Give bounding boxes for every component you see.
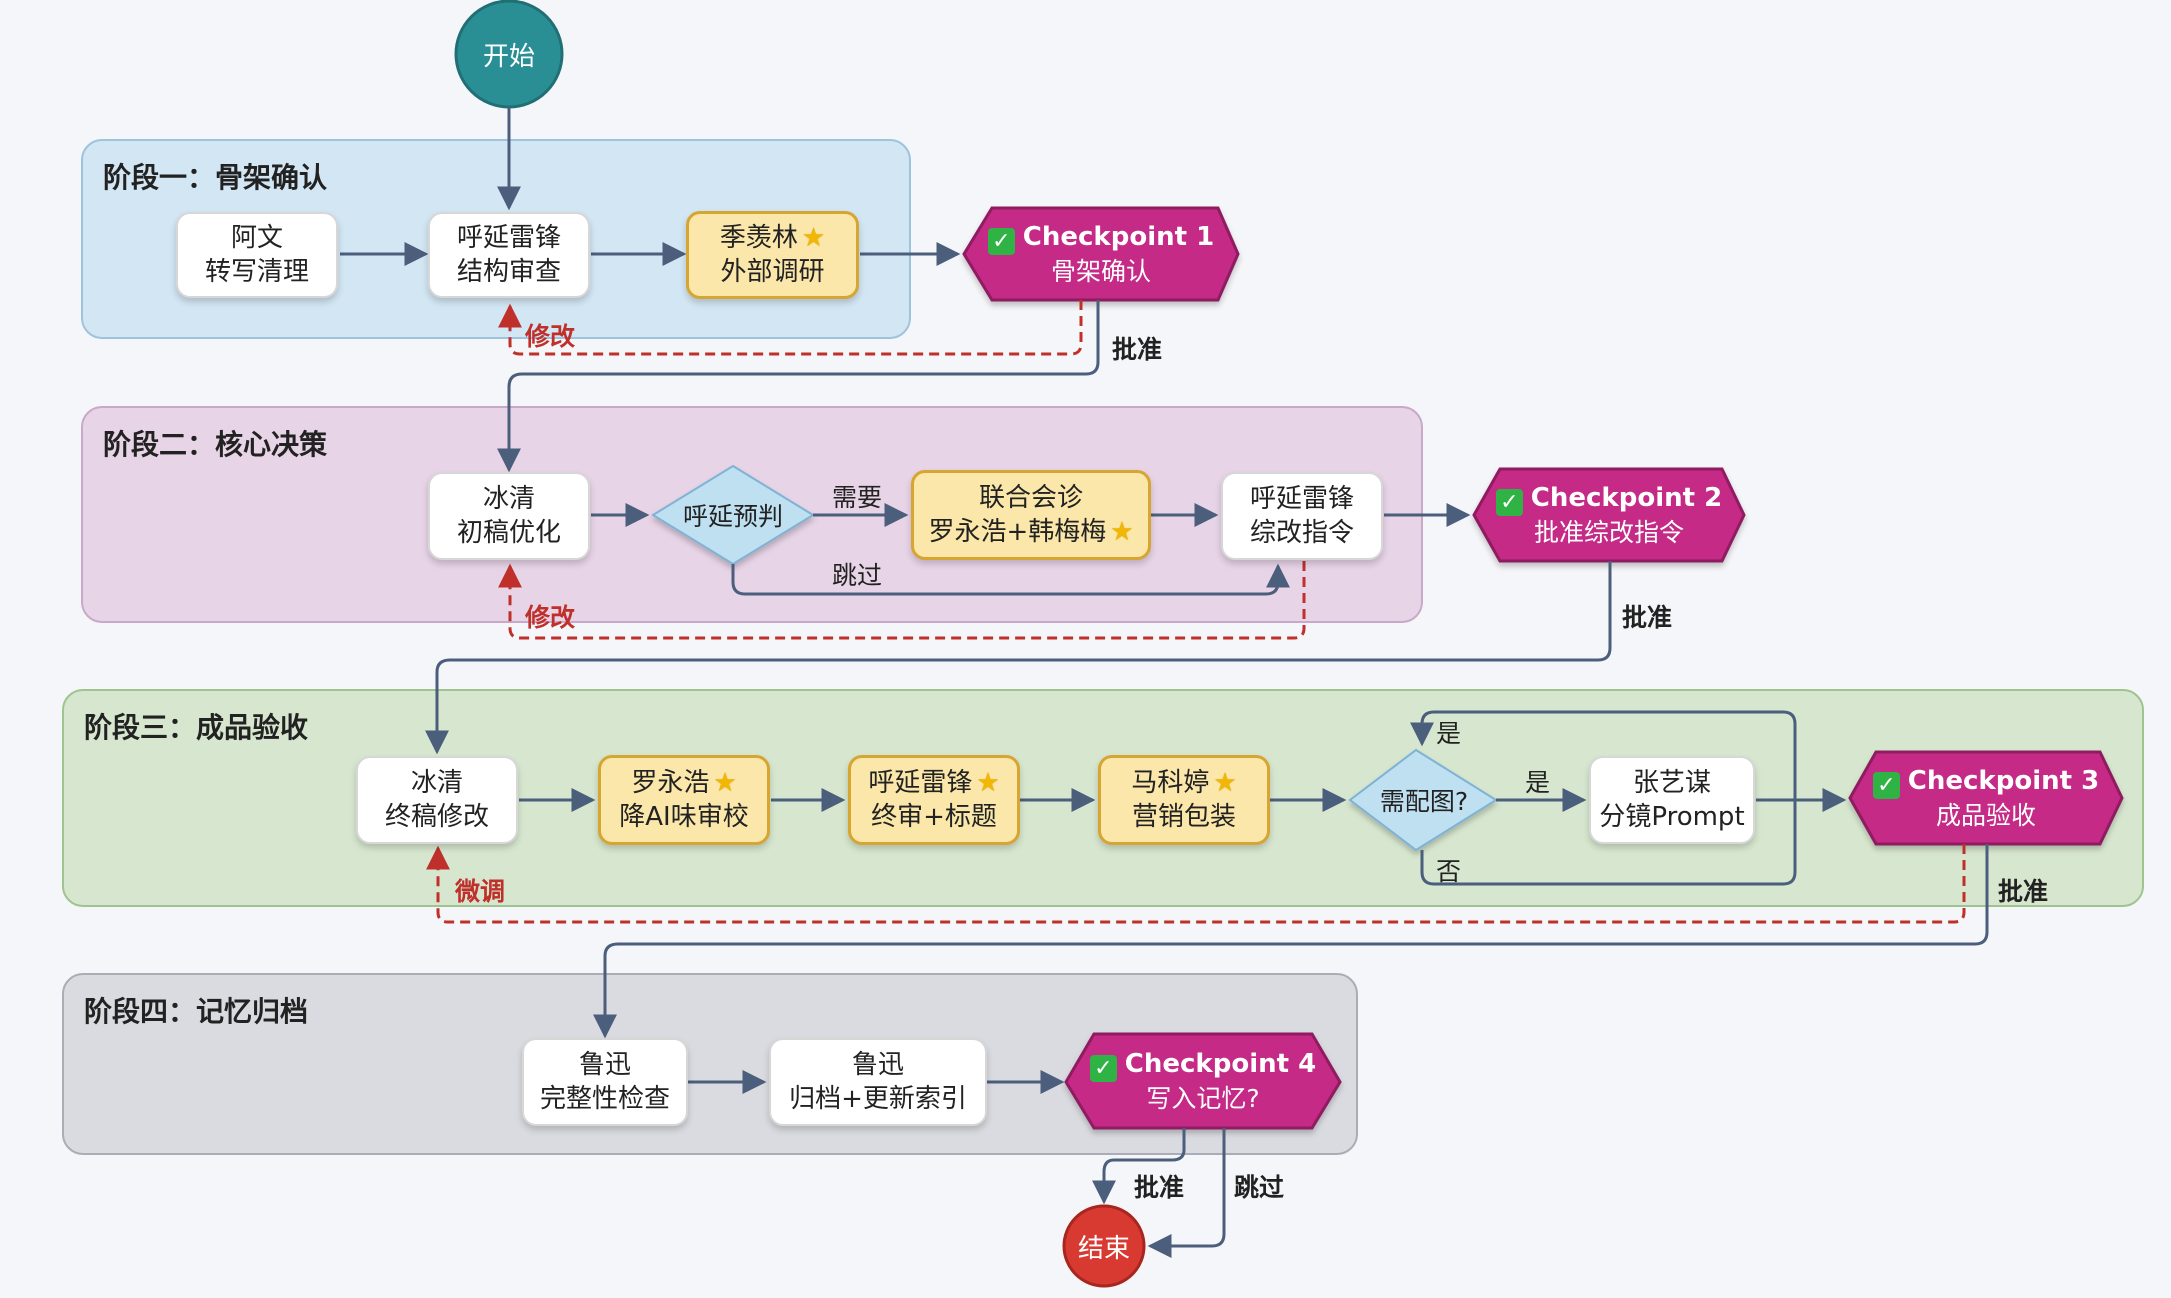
node-label: 张艺谋 <box>1632 768 1711 798</box>
label-revise-cp1: 修改 <box>525 322 576 351</box>
node-label: 联合会诊 <box>978 483 1083 513</box>
checkpoint1-shape <box>962 206 1240 302</box>
node-label: 综改指令 <box>1249 518 1354 548</box>
label-approve-cp1: 批准 <box>1112 335 1163 364</box>
decision-need-image-shape <box>1348 748 1498 852</box>
edge-cp2-revise <box>498 561 1306 640</box>
checkpoint2-shape <box>1472 467 1746 563</box>
label-skip-cp4: 跳过 <box>1234 1173 1285 1202</box>
node-label: 完整性检查 <box>539 1084 670 1114</box>
label-revise-cp2: 修改 <box>525 603 576 632</box>
end-circle <box>1062 1204 1146 1288</box>
edge-decision-no <box>1420 800 1797 886</box>
label-approve-cp3: 批准 <box>1998 877 2049 906</box>
label-approve-cp4: 批准 <box>1134 1173 1185 1202</box>
checkpoint3-shape <box>1848 750 2124 846</box>
node-label: 罗永浩+韩梅梅★ <box>928 517 1134 547</box>
node-label: 分镜Prompt <box>1599 802 1745 832</box>
stage1-title: 阶段一：骨架确认 <box>103 161 328 194</box>
stage4-title: 阶段四：记忆归档 <box>84 995 309 1028</box>
node-label: 罗永浩★ <box>631 768 737 798</box>
node-luxun-check: 鲁迅 完整性检查 <box>522 1038 688 1126</box>
edge-cp3-stage4 <box>593 844 1989 1039</box>
edge-predict-skip <box>731 563 1290 596</box>
node-label: 结构审查 <box>456 257 561 287</box>
node-huyan-struct: 呼延雷锋 结构审查 <box>428 212 590 298</box>
checkpoint4-shape <box>1064 1032 1342 1130</box>
label-no: 否 <box>1436 857 1462 886</box>
node-joint: 联合会诊 罗永浩+韩梅梅★ <box>911 470 1151 560</box>
node-label: 鲁迅 <box>851 1050 904 1080</box>
stage3-title: 阶段三：成品验收 <box>84 711 309 744</box>
label-yes-loop: 是 <box>1436 719 1462 748</box>
node-label: 马科婷★ <box>1131 768 1237 798</box>
node-label: 营销包装 <box>1131 802 1236 832</box>
edge-cp4-skip <box>1147 1128 1226 1258</box>
node-label: 初稿优化 <box>456 518 561 548</box>
stage2-title: 阶段二：核心决策 <box>103 428 328 461</box>
edge-cp1-stage2 <box>497 300 1100 473</box>
node-label: 降AI味审校 <box>619 802 749 832</box>
star-icon: ★ <box>1213 768 1237 798</box>
edge-loop-yes <box>1410 710 1797 800</box>
label-skip-predict: 跳过 <box>832 561 883 590</box>
label-tweak-cp3: 微调 <box>455 877 506 906</box>
star-icon: ★ <box>1110 517 1134 547</box>
node-bingqing-draft: 冰清 初稿优化 <box>428 472 590 560</box>
node-label: 转写清理 <box>204 257 309 287</box>
node-maketing: 马科婷★ 营销包装 <box>1098 755 1270 845</box>
label-yes: 是 <box>1525 768 1551 797</box>
node-label: 呼延雷锋 <box>1249 484 1354 514</box>
node-bingqing-final: 冰清 终稿修改 <box>356 756 518 844</box>
node-label: 归档+更新索引 <box>789 1084 967 1114</box>
node-label: 季羡林★ <box>719 223 826 253</box>
star-icon: ★ <box>976 768 1000 798</box>
edge-cp4-approve <box>1092 1128 1186 1205</box>
node-label: 呼延雷锋 <box>456 223 561 253</box>
node-label: 呼延雷锋★ <box>868 768 1000 798</box>
node-label: 终审+标题 <box>871 802 997 832</box>
node-huyan-final: 呼延雷锋★ 终审+标题 <box>848 755 1020 845</box>
star-icon: ★ <box>713 768 737 798</box>
edge-cp3-tweak <box>426 844 1966 924</box>
edge-cp1-revise <box>498 300 1083 356</box>
label-need: 需要 <box>832 483 883 512</box>
star-icon: ★ <box>801 223 826 253</box>
edge-cp2-stage3 <box>425 561 1612 755</box>
node-label: 冰清 <box>482 484 535 514</box>
node-luxun-archive: 鲁迅 归档+更新索引 <box>769 1038 987 1126</box>
label-approve-cp2: 批准 <box>1622 603 1673 632</box>
stage4-box <box>62 973 1358 1155</box>
start-circle <box>454 0 564 109</box>
node-jixianlin: 季羡林★ 外部调研 <box>686 211 859 299</box>
node-awen: 阿文 转写清理 <box>176 212 338 298</box>
node-label: 外部调研 <box>720 257 825 287</box>
node-label: 终稿修改 <box>384 802 489 832</box>
node-label: 冰清 <box>410 768 463 798</box>
node-huyan-fix: 呼延雷锋 综改指令 <box>1221 472 1383 560</box>
node-zhang: 张艺谋 分镜Prompt <box>1589 756 1755 844</box>
node-label: 阿文 <box>230 223 283 253</box>
node-label: 鲁迅 <box>578 1050 631 1080</box>
node-luo: 罗永浩★ 降AI味审校 <box>598 755 770 845</box>
